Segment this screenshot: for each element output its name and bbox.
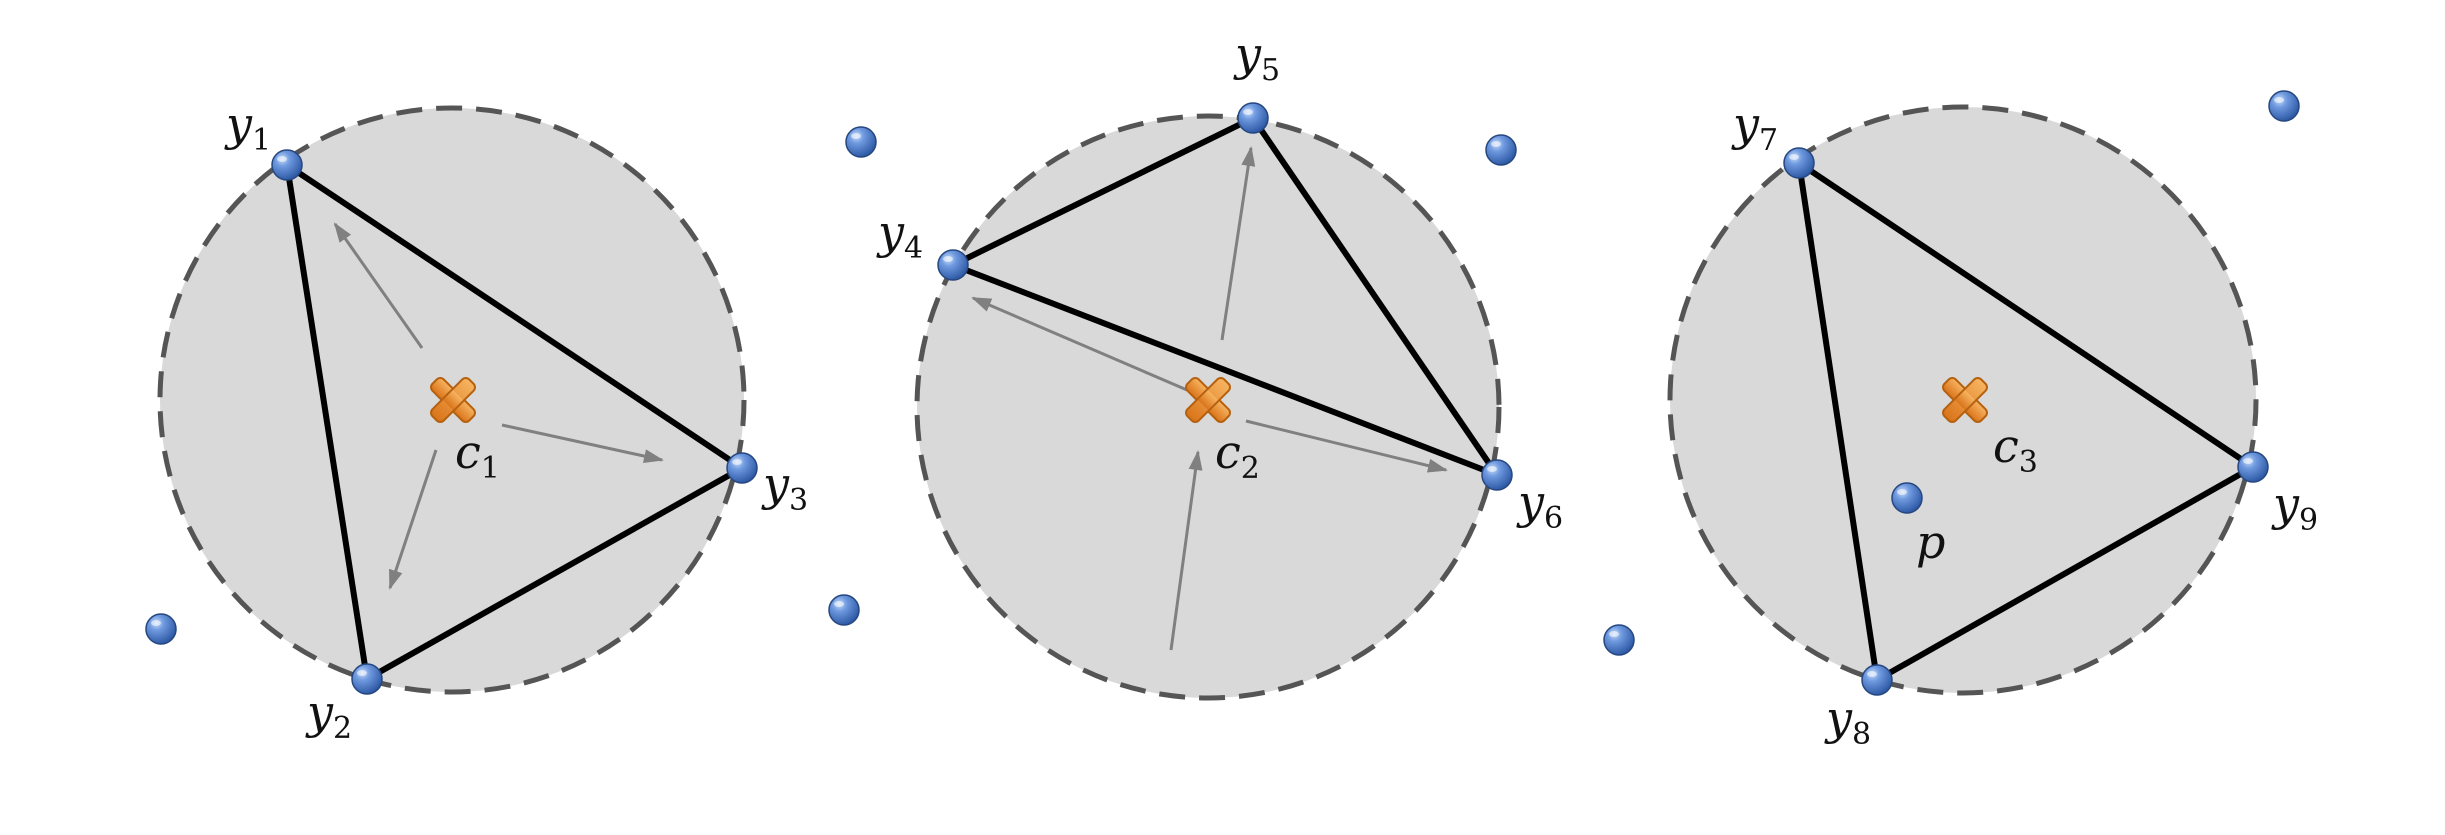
point-y6	[1481, 459, 1513, 491]
label-y4: y4	[876, 205, 923, 266]
triangle-1	[282, 158, 748, 684]
point-y3	[726, 452, 758, 484]
point-y1	[271, 149, 303, 181]
arrow-c2-y5	[1220, 146, 1256, 341]
panel-2: y4 y5 y6 c2	[828, 27, 1563, 701]
point-p	[1891, 482, 1923, 514]
point-y2	[351, 663, 383, 695]
outside-point	[145, 613, 177, 645]
label-y8: y8	[1824, 691, 1871, 752]
panel-1: y1 y2 y3 c1	[145, 97, 808, 746]
label-y1: y1	[224, 97, 271, 158]
point-y8	[1861, 664, 1893, 696]
label-y3: y3	[761, 457, 808, 518]
outside-point	[828, 594, 860, 626]
label-y6: y6	[1516, 475, 1563, 536]
arrow-c1-y1	[333, 222, 424, 349]
label-y5: y5	[1233, 27, 1280, 88]
point-y4	[937, 249, 969, 281]
outside-point	[1603, 624, 1635, 656]
arrow-c2-y4	[971, 296, 1188, 392]
label-y7: y7	[1731, 97, 1778, 158]
outside-point	[1485, 134, 1517, 166]
arrow-c1-y2	[388, 449, 438, 590]
panel-3: y7 y8 y9 c3 p	[1603, 90, 2318, 752]
label-y9: y9	[2271, 477, 2318, 538]
arrow-c1-y3	[501, 423, 664, 463]
triangle-2	[945, 114, 1505, 482]
arrow-c2-y6	[1245, 419, 1448, 473]
label-c2: c2	[1215, 425, 1260, 486]
point-y7	[1783, 147, 1815, 179]
label-c3: c3	[1993, 419, 2038, 480]
point-y9	[2237, 451, 2269, 483]
outside-point	[2268, 90, 2300, 122]
arrow-from-below	[1169, 450, 1203, 651]
label-y2: y2	[305, 685, 352, 746]
label-p: p	[1916, 515, 1945, 569]
triangle-3	[1795, 156, 2259, 685]
label-c1: c1	[455, 425, 500, 486]
outside-point	[845, 126, 877, 158]
point-y5	[1237, 102, 1269, 134]
